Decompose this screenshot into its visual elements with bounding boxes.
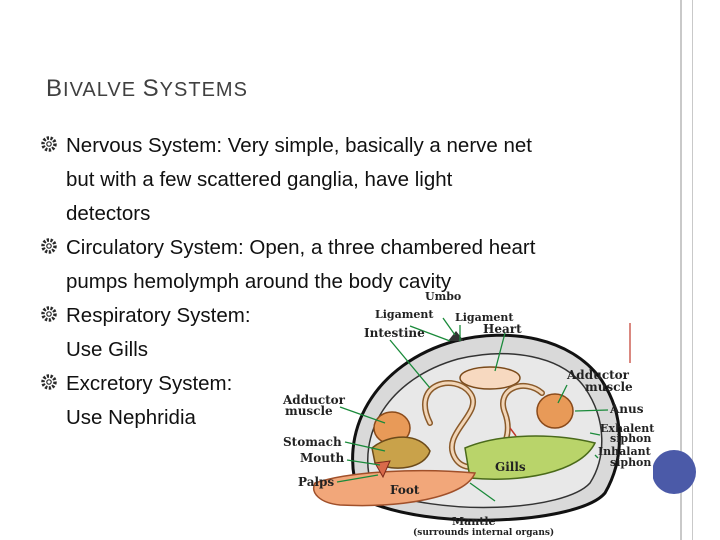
label-ligament-left: Ligament bbox=[375, 308, 434, 321]
bullet-circulatory-system: Circulatory System: Open, a three chambe… bbox=[40, 231, 640, 299]
adductor-muscle-right bbox=[536, 393, 574, 429]
bullet-text: Use Gills bbox=[66, 338, 149, 361]
gear-bullet-icon bbox=[41, 306, 57, 322]
label-gills: Gills bbox=[495, 460, 526, 474]
label-stomach: Stomach bbox=[283, 435, 342, 449]
label-umbo: Umbo bbox=[425, 290, 461, 303]
label-adductor-right-2: muscle bbox=[585, 380, 633, 394]
bullet-nervous-system: Nervous System: Very simple, basically a… bbox=[40, 129, 640, 231]
label-inhalant: Inhalant bbox=[598, 445, 652, 458]
label-ligament-right: Ligament bbox=[455, 311, 514, 324]
heart-shape bbox=[459, 366, 521, 390]
decorative-rule bbox=[680, 0, 682, 540]
label-palps: Palps bbox=[298, 475, 334, 489]
label-foot: Foot bbox=[390, 483, 420, 497]
bullet-text: but with a few scattered ganglia, have l… bbox=[66, 168, 453, 191]
label-adductor-left: Adductor bbox=[282, 393, 346, 407]
umbo-hinge bbox=[448, 331, 464, 341]
label-mouth: Mouth bbox=[300, 451, 345, 465]
label-adductor-left-2: muscle bbox=[285, 404, 333, 418]
bullet-excretory-system: Excretory System: Use Nephridia bbox=[40, 367, 640, 435]
label-exhalent-2: siphon bbox=[610, 432, 651, 445]
bullet-text: Circulatory System: Open, a three chambe… bbox=[66, 236, 536, 259]
gear-bullet-icon bbox=[41, 374, 57, 390]
bullet-text: Excretory System: bbox=[66, 372, 233, 395]
bullet-text: detectors bbox=[66, 202, 151, 225]
label-adductor-right: Adductor bbox=[566, 368, 630, 382]
bullet-text: pumps hemolymph around the body cavity bbox=[66, 270, 452, 293]
stomach-shape bbox=[371, 436, 431, 469]
bullet-respiratory-system: Respiratory System: Use Gills bbox=[40, 299, 640, 367]
label-mantle: Mantle bbox=[452, 515, 496, 528]
gills-shape bbox=[464, 435, 597, 480]
bullet-list: Nervous System: Very simple, basically a… bbox=[40, 129, 640, 435]
label-inhalant-2: siphon bbox=[610, 456, 651, 469]
slide-title: BIVALVE SYSTEMS bbox=[46, 75, 248, 102]
label-exhalent: Exhalent bbox=[600, 422, 655, 435]
accent-circle bbox=[652, 450, 696, 494]
bullet-text: Use Nephridia bbox=[66, 406, 196, 429]
label-mantle-note: (surrounds internal organs) bbox=[413, 527, 554, 538]
bullet-text: Nervous System: Very simple, basically a… bbox=[66, 134, 532, 157]
gear-bullet-icon bbox=[41, 136, 57, 152]
label-anus: Anus bbox=[609, 402, 644, 416]
bivalve-anatomy-diagram: Umbo Ligament Ligament Intestine Heart A… bbox=[282, 290, 655, 538]
bullet-text: Respiratory System: bbox=[66, 304, 251, 327]
gear-bullet-icon bbox=[41, 238, 57, 254]
label-heart: Heart bbox=[483, 322, 522, 336]
decorative-rule bbox=[692, 0, 693, 540]
label-intestine: Intestine bbox=[364, 326, 425, 340]
